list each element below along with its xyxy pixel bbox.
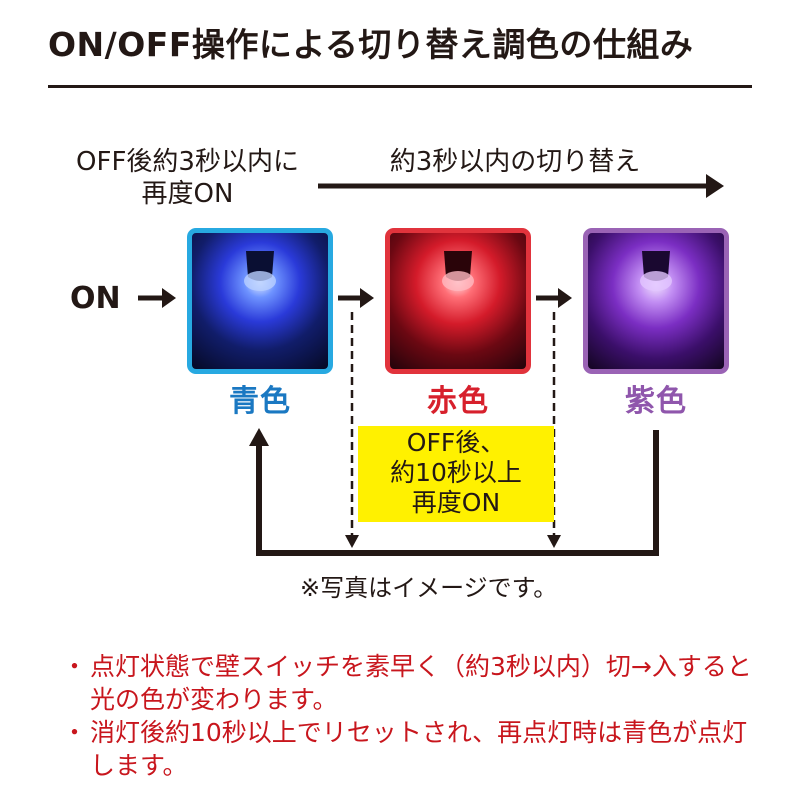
bulb-icon bbox=[588, 233, 724, 369]
blue-to-red-arrow-head bbox=[360, 288, 374, 308]
return-loop-head bbox=[249, 428, 269, 446]
blue-label: 青色 bbox=[187, 376, 333, 420]
red-light-photo bbox=[385, 228, 531, 374]
list-item: ・ 点灯状態で壁スイッチを素早く（約3秒以内）切→入すると光の色が変わります。 bbox=[62, 650, 762, 716]
red-to-purple-arrow-head bbox=[558, 288, 572, 308]
red-label: 赤色 bbox=[385, 376, 531, 420]
start-arrow-head bbox=[162, 288, 176, 308]
reset-condition-box: OFF後、 約10秒以上 再度ON bbox=[358, 426, 554, 522]
purple-reset-dashed-head bbox=[547, 535, 561, 548]
purple-label: 紫色 bbox=[583, 376, 729, 420]
notes-list: ・ 点灯状態で壁スイッチを素早く（約3秒以内）切→入すると光の色が変わります。 … bbox=[62, 650, 762, 782]
reset-line1: OFF後、 bbox=[358, 428, 554, 458]
reset-line2: 約10秒以上 bbox=[358, 458, 554, 488]
bullet-text: 消灯後約10秒以上でリセットされ、再点灯時は青色が点灯します。 bbox=[90, 716, 762, 782]
reset-line3: 再度ON bbox=[358, 488, 554, 518]
bulb-icon bbox=[390, 233, 526, 369]
list-item: ・ 消灯後約10秒以上でリセットされ、再点灯時は青色が点灯します。 bbox=[62, 716, 762, 782]
bulb-icon bbox=[192, 233, 328, 369]
bullet-text: 点灯状態で壁スイッチを素早く（約3秒以内）切→入すると光の色が変わります。 bbox=[90, 650, 762, 716]
bullet-marker: ・ bbox=[62, 650, 90, 716]
red-reset-dashed-head bbox=[345, 535, 359, 548]
top-arrow-head bbox=[706, 174, 724, 198]
purple-light-photo bbox=[583, 228, 729, 374]
image-disclaimer: ※写真はイメージです。 bbox=[300, 568, 557, 603]
blue-light-photo bbox=[187, 228, 333, 374]
bullet-marker: ・ bbox=[62, 716, 90, 782]
